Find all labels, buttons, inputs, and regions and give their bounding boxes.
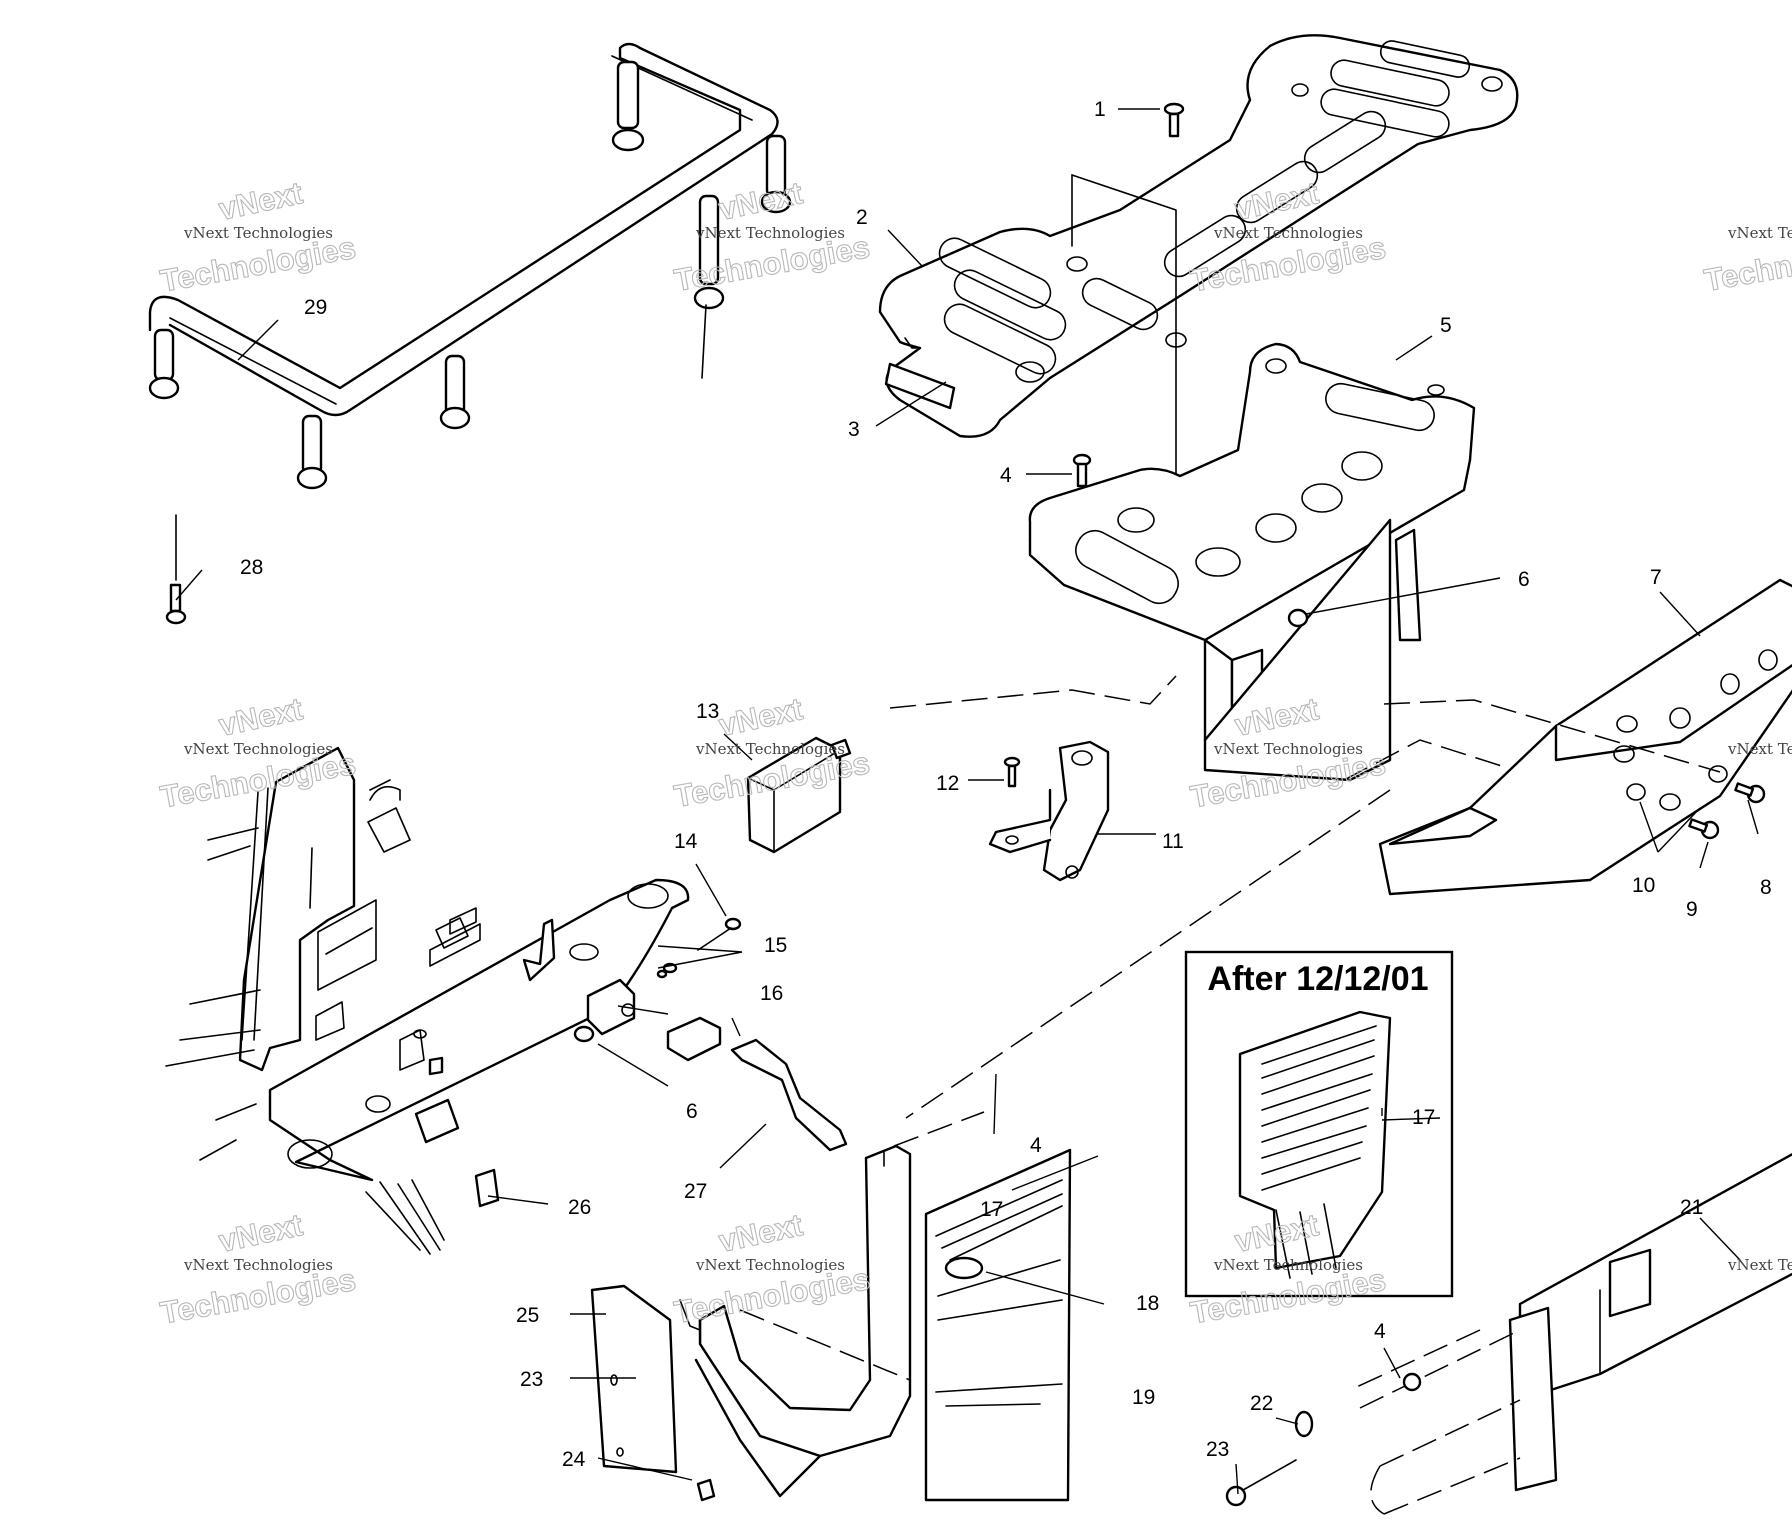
part-label-1: 1 [1094, 98, 1106, 121]
part-label-19: 19 [1132, 1386, 1155, 1409]
part-label-12: 12 [936, 772, 959, 795]
watermark-8: vNext vNext Technologies Technologies [671, 1207, 873, 1331]
part-label-7: 7 [1650, 566, 1662, 589]
part-label-11: 11 [1162, 830, 1184, 853]
part-label-28: 28 [240, 556, 263, 579]
svg-text:vNext Technologies: vNext Technologies [183, 740, 333, 758]
watermark-7: vNext vNext Technologies Technologies [157, 1207, 359, 1332]
svg-text:vNext Technologies: vNext Technologies [695, 224, 845, 242]
nut-part-24 [696, 1478, 716, 1502]
part-label-4: 4 [1000, 464, 1012, 487]
screw-part-1 [1163, 102, 1185, 138]
frame-assembly [165, 746, 690, 1255]
part-label-6: 6 [1518, 568, 1530, 591]
svg-text:vNext: vNext [716, 175, 806, 227]
top-plate-part-2 [878, 34, 1519, 438]
part-label-25: 25 [516, 1304, 539, 1327]
watermark-3: vNext vNext Technologies Technologies [1187, 175, 1389, 300]
svg-text:vNext Technologies: vNext Technologies [1727, 224, 1792, 242]
part-label-22: 22 [1250, 1392, 1273, 1415]
svg-text:vNext Technologies: vNext Technologies [1213, 1256, 1363, 1274]
bracket-part-15 [586, 978, 636, 1036]
bolt-part-4-lower [1402, 1372, 1422, 1392]
part-label-9: 9 [1686, 898, 1698, 921]
lower-plate-part-5 [1028, 342, 1476, 782]
svg-text:vNext Technologies: vNext Technologies [183, 1256, 333, 1274]
reflector-part-3 [884, 362, 956, 410]
inset-title: After 12/12/01 [1207, 960, 1428, 998]
svg-text:vNext: vNext [716, 1207, 806, 1259]
svg-text:vNext: vNext [216, 175, 306, 227]
watermark-10: vNext Technologies Technologies [1701, 224, 1792, 299]
part-label-16: 16 [760, 982, 783, 1005]
part-label-29: 29 [304, 296, 327, 319]
part-label-14: 14 [674, 830, 698, 853]
part-label-18: 18 [1136, 1292, 1159, 1315]
svg-text:vNext Technologies: vNext Technologies [695, 1256, 845, 1274]
svg-text:vNext: vNext [716, 691, 806, 743]
svg-text:vNext Technologies: vNext Technologies [695, 740, 845, 758]
tube-part-27 [730, 1038, 848, 1152]
bolt-part-9 [1688, 818, 1720, 840]
mud-flap-part-18 [924, 1148, 1072, 1502]
part-label-26: 26 [568, 1196, 591, 1219]
svg-text:vNext Technologies: vNext Technologies [1727, 1256, 1792, 1274]
bolt-part-23-lower [1225, 1459, 1297, 1507]
svg-text:vNext Technologies: vNext Technologies [1213, 740, 1363, 758]
nut-part-6-lower [573, 1025, 595, 1043]
bumper-part-7 [1378, 578, 1792, 896]
part-label-2: 2 [856, 206, 868, 229]
leader-lines [175, 108, 1759, 1495]
part-label-17-inset: 17 [1412, 1106, 1435, 1129]
tail-light-part-13 [746, 736, 852, 854]
part-label-4-middle: 4 [1030, 1134, 1042, 1157]
svg-text:vNext Technologies: vNext Technologies [1727, 740, 1792, 758]
svg-text:vNext Technologies: vNext Technologies [1213, 224, 1363, 242]
part-label-21: 21 [1680, 1196, 1703, 1219]
nut-part-6-upper [1287, 608, 1309, 628]
part-label-10: 10 [1632, 874, 1655, 897]
bracket-part-11 [988, 740, 1110, 882]
bolt-part-8 [1734, 782, 1766, 804]
assembly-lines [739, 675, 1721, 1391]
svg-text:vNext: vNext [216, 1207, 306, 1259]
part-label-27: 27 [684, 1180, 707, 1203]
watermark-12: vNext Technologies [1727, 1256, 1792, 1274]
part-label-17: 17 [980, 1198, 1003, 1221]
part-label-23: 23 [520, 1368, 543, 1391]
spacer-part-16 [666, 1016, 722, 1062]
guard-part-17-revised [1238, 1010, 1392, 1279]
part-label-6-lower: 6 [686, 1100, 698, 1123]
part-number-labels: 1 2 3 4 5 6 7 8 9 10 11 12 13 14 15 16 6… [240, 98, 1772, 1471]
part-label-15: 15 [764, 934, 787, 957]
svg-text:vNext: vNext [216, 691, 306, 743]
screw-part-4-upper [1072, 453, 1092, 488]
rack-bar-part-29 [148, 42, 792, 490]
part-label-13: 13 [696, 700, 719, 723]
watermark-2: vNext vNext Technologies Technologies [671, 175, 873, 299]
screw-part-12 [1003, 756, 1021, 788]
guard-part-17 [679, 1144, 912, 1498]
watermark-1: vNext vNext Technologies Technologies [157, 175, 359, 300]
frame-rail-part-21 [1359, 1153, 1792, 1515]
part-label-4-lower: 4 [1374, 1320, 1386, 1343]
part-label-8: 8 [1760, 876, 1772, 899]
inset-after-12-12-01: After 12/12/01 [1184, 950, 1454, 1298]
bolt-part-28 [165, 514, 187, 625]
bolt-part-14 [697, 917, 742, 951]
watermark-11: vNext Technologies [1727, 740, 1792, 758]
clip-part-26 [474, 1168, 500, 1208]
part-label-3: 3 [848, 418, 860, 441]
part-label-5: 5 [1440, 314, 1452, 337]
side-plate-part-25 [590, 1284, 678, 1474]
washer-part-22 [1294, 1410, 1314, 1438]
part-label-23-lower: 23 [1206, 1438, 1229, 1461]
svg-text:vNext Technologies: vNext Technologies [183, 224, 333, 242]
part-label-24: 24 [562, 1448, 586, 1471]
